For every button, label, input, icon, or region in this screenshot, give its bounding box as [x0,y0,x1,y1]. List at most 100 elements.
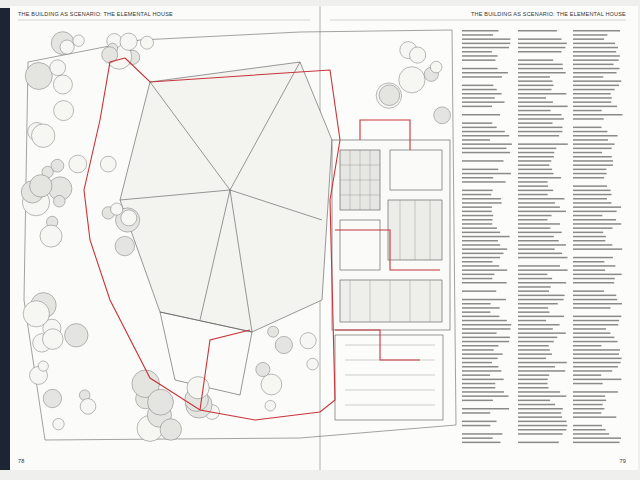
text-line [462,316,499,318]
text-line [462,400,493,402]
text-line [462,341,509,343]
text-line [518,311,550,313]
text-line [462,97,495,99]
text-line [573,93,611,95]
text-line [573,316,621,318]
text-line [518,408,563,410]
text-line [518,215,552,217]
tree-canopy [43,389,61,407]
text-line [462,139,490,141]
text-line [462,47,509,49]
text-line [518,421,567,423]
text-line [518,68,563,70]
tree-canopy [120,33,137,50]
text-line [462,324,511,326]
text-line [518,38,562,40]
text-line [573,244,612,246]
text-line [518,366,555,368]
running-header: THE BUILDING AS SCENARIO: THE ELEMENTAL … [471,11,626,17]
text-line [462,349,494,351]
text-line [573,328,606,330]
text-line [462,38,510,40]
text-line [573,85,619,87]
text-line [462,379,504,381]
tree-canopy [23,301,49,327]
text-line [518,248,555,250]
text-line [462,240,498,242]
text-line [518,328,553,330]
text-line [573,227,613,229]
text-line [573,101,611,103]
text-line [462,169,498,171]
text-line [573,362,621,364]
text-line [573,185,607,187]
route-line [335,330,420,360]
text-line [573,219,616,221]
text-line [573,47,618,49]
text-line [518,64,563,66]
text-line [573,282,614,284]
text-line [573,97,612,99]
text-line [573,173,607,175]
text-line [462,232,500,234]
text-line [462,345,498,347]
text-line [462,437,493,439]
text-line [573,349,620,351]
tree-canopy [268,326,279,337]
text-line [462,202,502,204]
text-line [462,68,498,70]
text-line [462,337,510,339]
text-line [518,337,557,339]
tree-canopy [307,358,319,370]
text-columns [462,30,622,443]
text-line [518,370,565,372]
tree-canopy [379,85,400,106]
text-line [462,332,497,334]
text-line [462,253,504,255]
route-line [360,120,410,150]
text-line [518,227,550,229]
text-line [518,110,551,112]
text-line [573,295,616,297]
text-line [462,30,499,32]
text-line [518,219,548,221]
tree-canopy [187,377,209,399]
building [332,140,450,330]
text-line [573,274,622,276]
text-line [518,383,548,385]
lawn-facet-line [120,62,300,200]
text-line [573,211,617,213]
text-line [518,265,560,267]
text-line [462,408,509,410]
text-line [518,152,554,154]
text-line [462,34,493,36]
text-line [573,131,607,133]
text-line [573,345,601,347]
text-line [462,433,502,435]
building-block [340,220,380,270]
text-line [573,412,601,414]
text-line [573,190,611,192]
text-line [573,265,615,267]
text-line [573,341,618,343]
header-rule [330,20,626,21]
text-line [573,433,609,435]
text-line [462,143,512,145]
text-line [573,30,620,32]
tree-canopy [300,333,316,349]
text-line [462,374,490,376]
text-line [518,240,559,242]
text-line [518,442,559,444]
text-line [573,257,613,259]
text-line [462,122,492,124]
text-line [573,379,621,381]
text-line [518,156,554,158]
tree-canopy [73,35,84,46]
text-line [462,190,493,192]
text-line [518,362,567,364]
text-line [518,181,548,183]
text-line [518,374,549,376]
text-line [518,89,552,91]
text-line [518,127,563,129]
